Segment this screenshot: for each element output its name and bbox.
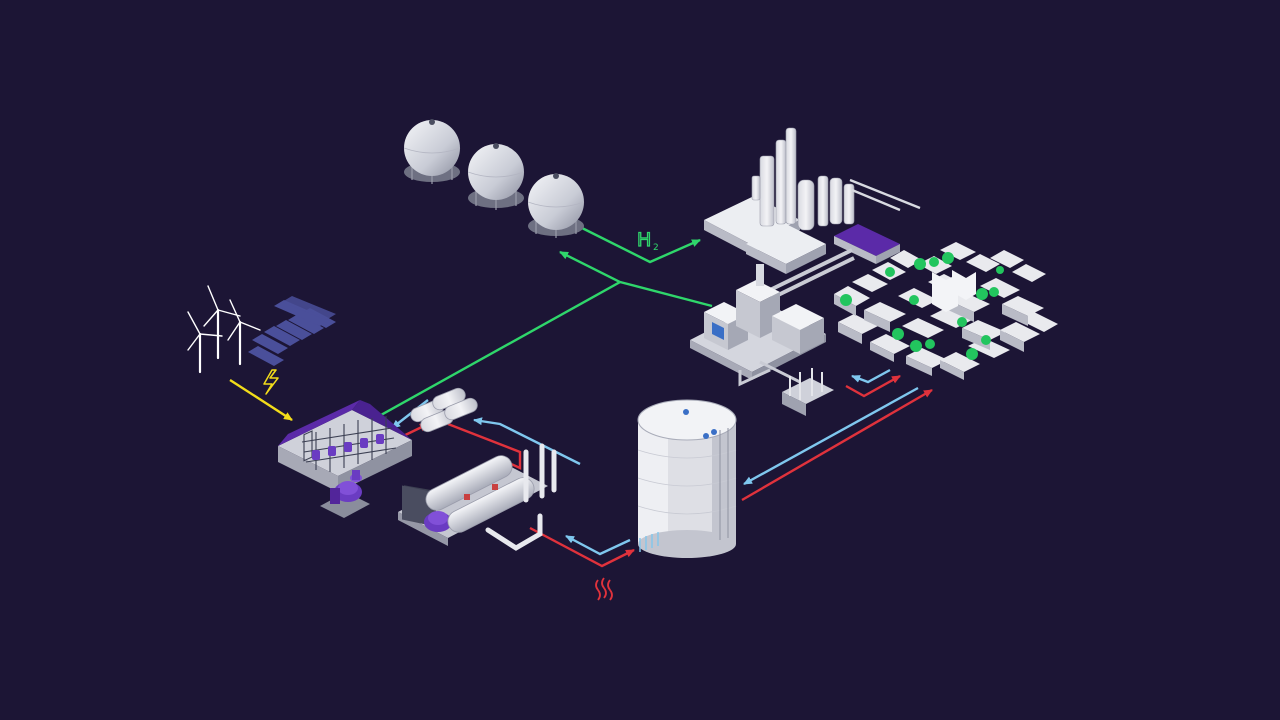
hydrogen-label-subscript: 2 xyxy=(653,243,659,253)
heat-source-icon xyxy=(595,577,613,601)
pipe-bridge xyxy=(769,248,855,300)
electricity-flow-arrow xyxy=(229,378,293,422)
hydrogen-flow-to-power-plant xyxy=(619,280,713,308)
hydrogen-storage-sphere-icon xyxy=(403,119,585,238)
cold-flow-tank-to-heatpump xyxy=(565,534,631,556)
compressed-hydrogen-tank-icon xyxy=(410,387,478,433)
electrolyzer-icon xyxy=(278,400,412,492)
hot-flow-plant-to-city xyxy=(845,374,901,398)
heat-pump-icon xyxy=(398,443,557,551)
hydrogen-flows xyxy=(371,226,713,422)
wind-turbine-icon xyxy=(187,285,261,374)
hydrogen-storage-sphere-3 xyxy=(527,173,585,238)
power-plant-icon xyxy=(690,264,826,387)
hydrogen-storage-sphere-1 xyxy=(403,119,461,184)
hydrogen-storage-sphere-2 xyxy=(467,143,525,210)
lightning-icon xyxy=(263,369,279,395)
wind-turbine-3 xyxy=(227,299,261,366)
pump-icon xyxy=(320,470,370,518)
hydrogen-label: H 2 xyxy=(636,228,659,253)
hot-flow-tank-to-city xyxy=(741,388,933,502)
hydrogen-flow-storage-to-refinery xyxy=(581,226,701,264)
refinery-icon xyxy=(704,127,921,274)
cold-flow-city-to-plant xyxy=(851,368,891,384)
thermal-storage-tank-icon xyxy=(637,399,737,558)
cold-flow-city-to-tank xyxy=(743,386,919,486)
hydrogen-flow-electrolyzer-to-storage xyxy=(371,250,623,422)
transformer-icon xyxy=(782,368,834,416)
tree-icon xyxy=(840,252,1004,360)
hot-flow-heatpump-to-tank xyxy=(529,526,635,568)
cold-flow-to-electrolyzer xyxy=(391,399,429,429)
hydrogen-label-symbol: H xyxy=(637,229,651,251)
wind-turbine-2 xyxy=(203,285,241,360)
solar-panel-icon xyxy=(248,296,336,366)
